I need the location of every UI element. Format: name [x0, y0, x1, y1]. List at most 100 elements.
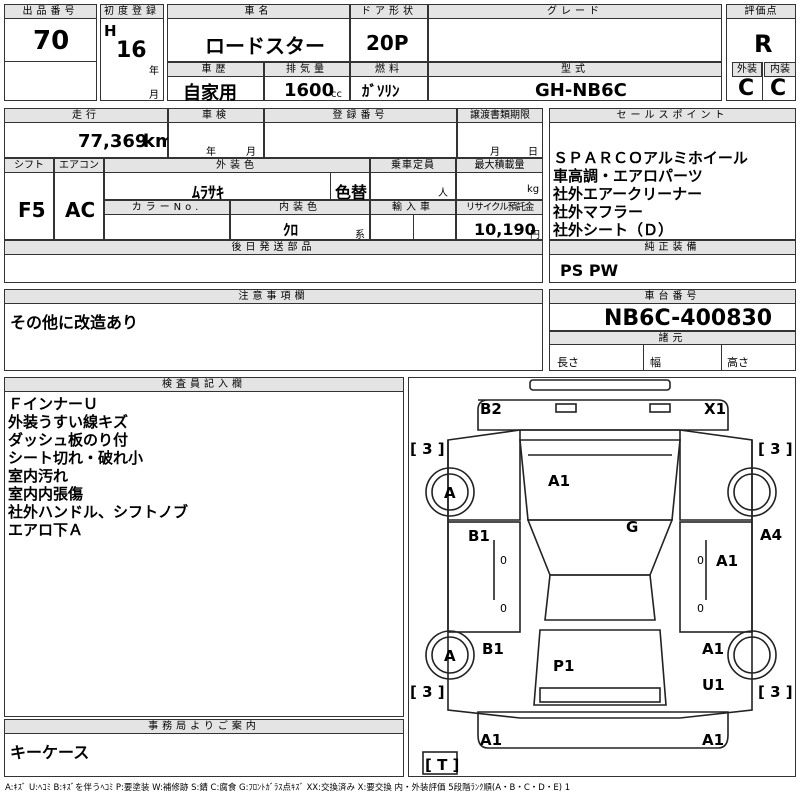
max-load-label: 最大積載量 — [456, 158, 543, 173]
damage-legend: A:ｷｽﾞ U:ﾍｺﾐ B:ｷｽﾞを伴うﾍｺﾐ P:要塗装 W:補修跡 S:錆 … — [5, 783, 571, 793]
inspector-note: エアロ下Ａ — [8, 521, 84, 539]
inspector-note: シート切れ・破れ小 — [8, 449, 144, 467]
vehicle-diagram-frame — [408, 377, 796, 777]
rear-deck — [539, 687, 661, 703]
tire-tread-fl: [ 3 ] — [410, 440, 445, 458]
import-label: 輸入車 — [370, 200, 456, 215]
transfer-month-unit: 月 — [490, 147, 500, 158]
max-load-unit: kg — [527, 184, 540, 195]
damage-mark: A1 — [702, 640, 724, 658]
damage-mark: A1 — [548, 472, 570, 490]
inspector-note: ＦインナーＵ — [8, 395, 99, 413]
door-right — [679, 521, 753, 633]
recycle-unit: 円 — [530, 230, 540, 241]
damage-mark: A1 — [716, 552, 738, 570]
shaken-label: 車検 — [168, 108, 264, 123]
lot-number-value: 70 — [33, 26, 70, 56]
lot-number-cell — [4, 4, 97, 101]
lot-number-label: 出品番号 — [4, 4, 97, 19]
front-fender-left — [447, 430, 521, 521]
notes-label: 注意事項欄 — [4, 289, 543, 304]
aircon-value: AC — [65, 198, 96, 222]
sales-point-item: 社外マフラー — [553, 203, 644, 221]
grade-label: グレード — [428, 4, 722, 19]
damage-mark: A — [444, 484, 456, 502]
exterior-rating-label: 外装 — [732, 62, 762, 77]
damage-mark: A1 — [702, 731, 724, 749]
capacity-unit: 人 — [438, 188, 448, 199]
standard-equipment-value: PS PW — [560, 261, 619, 280]
capacity-label: 乗車定員 — [370, 158, 456, 173]
sales-points-list: ＳＰＡＲＣＯアルミホイール 車高調・エアロパーツ 社外エアークリーナー 社外マフ… — [553, 149, 748, 239]
windshield — [526, 519, 674, 576]
spare-tire-box — [422, 751, 458, 775]
sales-point-item: 社外エアークリーナー — [553, 185, 703, 203]
mileage-value: 77,369 — [78, 131, 148, 152]
first-registration-month-unit: 月 — [149, 90, 159, 101]
damage-mark: X1 — [704, 400, 726, 418]
transfer-deadline-label: 譲渡書類期限 — [457, 108, 543, 123]
shift-label: シフト — [4, 158, 54, 173]
shaken-month-unit: 月 — [246, 147, 256, 158]
damage-mark: B1 — [468, 527, 490, 545]
mileage-unit: km — [143, 131, 174, 152]
office-notice-value: キーケース — [10, 743, 90, 762]
interior-color-unit: 系 — [355, 230, 365, 241]
color-change-note: 色替 — [335, 183, 368, 202]
door-left — [447, 521, 521, 633]
fuel-label: 燃料 — [350, 62, 428, 77]
damage-mark: P1 — [553, 657, 574, 675]
sales-points-label: セールスポイント — [549, 108, 796, 123]
zero-mark: 0 — [500, 554, 507, 567]
inspector-note: 室内汚れ — [8, 467, 69, 485]
sales-point-item: 車高調・エアロパーツ — [553, 167, 703, 185]
sales-points-cell — [549, 108, 796, 240]
inspector-note: 社外ハンドル、シフトノブ — [8, 503, 189, 521]
chassis-number-label: 車台番号 — [549, 289, 796, 304]
spec-length-label: 長さ — [557, 356, 579, 369]
shift-value: F5 — [18, 198, 46, 222]
chassis-number-value: NB6C-400830 — [604, 306, 773, 331]
front-fender-right — [679, 430, 753, 521]
history-value: 自家用 — [183, 83, 237, 104]
hood — [519, 439, 681, 521]
spec-height-label: 高さ — [727, 356, 749, 369]
model-code-value: GH-NB6C — [535, 80, 627, 101]
trunk — [533, 629, 667, 706]
zero-mark: 0 — [500, 602, 507, 615]
damage-mark: U1 — [702, 676, 725, 694]
first-registration-era: H — [104, 22, 117, 40]
history-label: 車歴 — [167, 62, 264, 77]
model-code-label: 型式 — [428, 62, 722, 77]
inspector-note: ダッシュ板のり付 — [8, 431, 129, 449]
zero-mark: 0 — [697, 602, 704, 615]
fuel-value: ｶﾞｿﾘﾝ — [362, 82, 400, 100]
registration-label: 登録番号 — [264, 108, 457, 123]
damage-mark: B2 — [480, 400, 502, 418]
first-registration-label: 初度登録 — [100, 4, 164, 19]
damage-mark: B1 — [482, 640, 504, 658]
standard-equipment-label: 純正装備 — [549, 240, 796, 255]
interior-rating-value: C — [770, 76, 787, 101]
recycle-value: 10,190 — [474, 220, 536, 239]
first-registration-year: 16 — [116, 38, 147, 63]
spec-width-label: 幅 — [650, 356, 661, 369]
notes-value: その他に改造あり — [10, 313, 139, 332]
inspector-notes-list: ＦインナーＵ 外装うすい線キズ ダッシュ板のり付 シート切れ・破れ小 室内汚れ … — [8, 395, 188, 539]
zero-mark: 0 — [697, 554, 704, 567]
shaken-year-unit: 年 — [206, 147, 216, 158]
wheel-rear-right — [727, 630, 777, 680]
wheel-rear-left — [425, 630, 475, 680]
rating-value: R — [754, 30, 773, 58]
damage-mark: A — [444, 647, 456, 665]
tire-tread-rr: [ 3 ] — [758, 683, 793, 701]
specs-label: 諸元 — [549, 331, 796, 345]
damage-mark: A4 — [760, 526, 782, 544]
cabin — [544, 574, 656, 621]
door-type-label: ドア形状 — [350, 4, 428, 19]
spare-tire-mark: [ T ] — [425, 756, 459, 774]
wheel-front-left — [425, 467, 475, 517]
inspector-note: 外装うすい線キズ — [8, 413, 129, 431]
office-notice-label: 事務局よりご案内 — [4, 719, 404, 734]
rear-bumper — [477, 711, 729, 749]
